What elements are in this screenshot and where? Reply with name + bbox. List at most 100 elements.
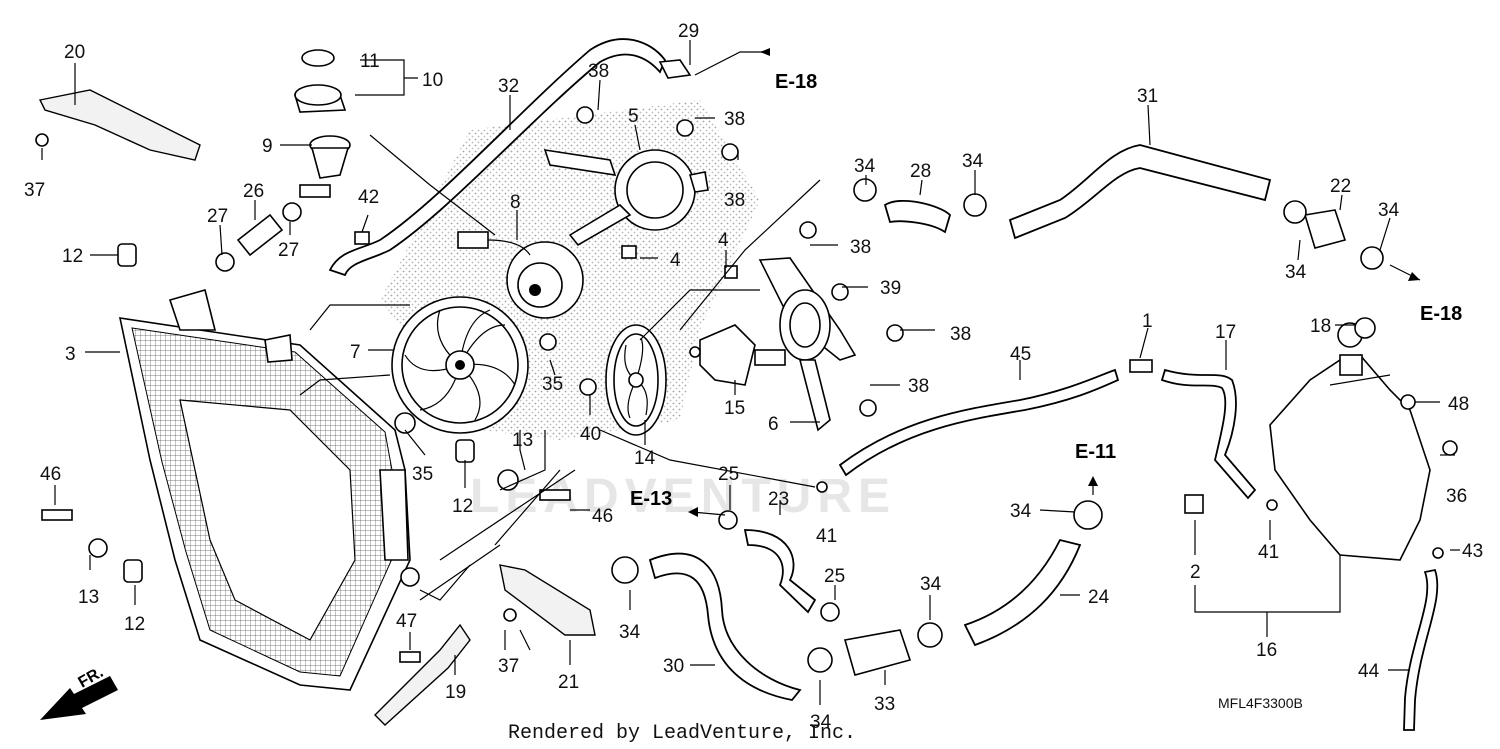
stay-19 <box>374 623 471 726</box>
pipe-33 <box>843 629 912 676</box>
arrow-e18-top <box>760 48 770 56</box>
label-part-12c: 12 <box>124 614 145 635</box>
label-part-34d: 34 <box>1378 200 1400 221</box>
label-part-18: 18 <box>1310 316 1331 337</box>
bolt-36 <box>1442 440 1458 456</box>
ref-e13: E-13 <box>630 488 672 510</box>
label-part-36: 36 <box>1446 486 1467 507</box>
bolt-46b <box>539 489 571 501</box>
label-part-46a: 46 <box>40 464 61 485</box>
clip-41a <box>816 481 828 493</box>
grommet-12c <box>123 559 143 583</box>
clamp-34h <box>917 622 943 648</box>
label-part-41b: 41 <box>1258 542 1279 563</box>
bolt-38e <box>886 324 904 342</box>
label-part-45: 45 <box>1010 344 1031 365</box>
label-part-12b: 12 <box>452 496 473 517</box>
label-part-20: 20 <box>64 42 85 63</box>
label-part-14: 14 <box>634 448 656 469</box>
label-part-15: 15 <box>724 398 745 419</box>
label-part-11: 11 <box>360 51 380 72</box>
label-part-35a: 35 <box>412 464 433 485</box>
bracket-21 <box>499 564 596 636</box>
hose-24 <box>963 538 1082 647</box>
watermark-text: LEADVENTURE <box>470 470 896 523</box>
clamp-18 <box>1354 317 1376 339</box>
clamp-34a <box>853 178 877 202</box>
label-part-10: 10 <box>422 70 443 91</box>
clamp-34c <box>1283 200 1307 224</box>
hose-44 <box>1403 568 1439 731</box>
label-part-38a: 38 <box>588 61 609 82</box>
bolt-38b <box>676 119 694 137</box>
label-part-27b: 27 <box>278 240 299 261</box>
clamp-25a <box>718 510 738 530</box>
label-part-9: 9 <box>262 136 273 157</box>
label-part-3: 3 <box>65 344 76 365</box>
label-part-24: 24 <box>1088 587 1110 608</box>
clamp-34f <box>611 556 639 584</box>
label-part-34f: 34 <box>619 622 641 643</box>
hose-32 <box>328 38 667 277</box>
label-part-17: 17 <box>1215 322 1236 343</box>
arrow-e11 <box>1088 476 1098 486</box>
collar-40 <box>579 378 597 396</box>
fitting-1 <box>1129 359 1153 373</box>
label-part-46b: 46 <box>592 506 613 527</box>
label-part-31: 31 <box>1137 86 1158 107</box>
label-part-4b: 4 <box>718 230 729 251</box>
clip-41b <box>1266 499 1278 511</box>
hose-22 <box>1303 209 1347 249</box>
label-part-39: 39 <box>880 278 901 299</box>
bolt-37a <box>35 133 49 147</box>
clamp-29 <box>658 59 692 79</box>
label-part-12a: 12 <box>62 246 83 267</box>
label-part-26: 26 <box>243 181 264 202</box>
label-part-33: 33 <box>874 694 895 715</box>
label-part-35b: 35 <box>542 374 563 395</box>
clamp-34b <box>963 193 987 217</box>
label-part-34b: 34 <box>962 151 984 172</box>
label-part-23: 23 <box>768 489 789 510</box>
bolt-38f <box>859 399 877 417</box>
bolt-38c <box>721 143 739 161</box>
clip-43 <box>1432 547 1444 559</box>
label-part-42: 42 <box>358 187 379 208</box>
collar-35a <box>394 412 416 434</box>
fan-shroud-5 <box>543 149 709 247</box>
label-part-34a: 34 <box>854 156 876 177</box>
label-part-1: 1 <box>1142 311 1153 332</box>
hose-30 <box>648 552 802 701</box>
label-part-41a: 41 <box>816 526 837 547</box>
label-part-40: 40 <box>580 424 601 445</box>
hose-17 <box>1160 368 1257 500</box>
fan-motor-8 <box>457 231 584 319</box>
label-part-37b: 37 <box>498 656 519 677</box>
label-part-16: 16 <box>1256 640 1277 661</box>
label-part-13b: 13 <box>78 587 99 608</box>
front-direction-arrow <box>40 676 118 720</box>
ref-e18-top: E-18 <box>775 71 817 93</box>
label-part-38e: 38 <box>950 324 971 345</box>
collar-13a <box>497 469 519 491</box>
bolt-47 <box>399 651 421 663</box>
label-part-34g: 34 <box>810 712 832 733</box>
hose-26 <box>236 213 284 257</box>
bolt-39 <box>831 283 849 301</box>
hose-23 <box>743 529 817 614</box>
label-part-38b: 38 <box>724 109 745 130</box>
clamp-25b <box>820 602 840 622</box>
bolt-38a <box>576 106 594 124</box>
ref-e18-right: E-18 <box>1420 303 1462 325</box>
hose-31 <box>1008 144 1272 240</box>
label-part-19: 19 <box>445 682 466 703</box>
label-part-34h: 34 <box>920 574 942 595</box>
grommet-12b <box>455 439 475 463</box>
radiator <box>118 289 420 691</box>
clamp-34d <box>1360 246 1384 270</box>
bracket-20 <box>38 89 201 161</box>
grommet-12a <box>117 243 137 267</box>
clamp-27b <box>215 252 235 272</box>
label-part-7: 7 <box>350 342 361 363</box>
label-part-25a: 25 <box>718 464 739 485</box>
